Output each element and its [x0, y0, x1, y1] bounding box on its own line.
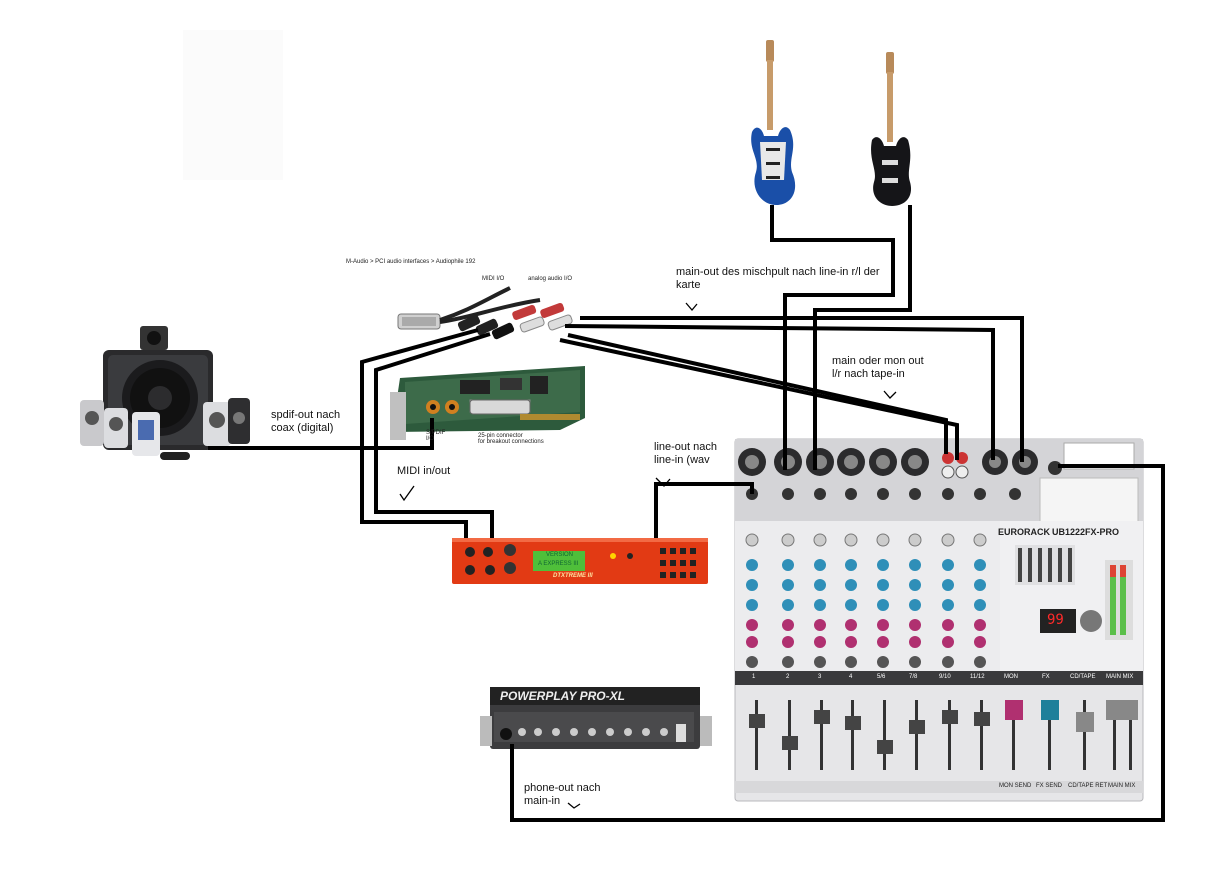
audiophile-pci-card: [390, 366, 585, 440]
cable-tape-in-b: [559, 338, 959, 460]
motif-logo: DTXTREME III: [553, 573, 593, 579]
mixer-model: UB1222FX-PRO: [1052, 527, 1120, 537]
cable-line-out: [654, 482, 754, 538]
motif-display-line1: VERSION: [546, 552, 574, 558]
mixer-ch-label: 11/12: [970, 674, 985, 680]
mixer-faders: [749, 700, 1138, 770]
cable-main-out-line-in-b: [564, 324, 995, 460]
mixer-section-label: MAIN MIX: [1106, 674, 1134, 680]
main-mon-note: main oder mon out l/r nach tape-in: [832, 355, 924, 380]
mixer-ch-label: 4: [849, 674, 853, 680]
headphone-amplifier: [480, 687, 712, 749]
mixer-display: 99: [1047, 612, 1064, 628]
spdif-io-label: S/PDIF I/O: [426, 430, 446, 442]
mixer-ch-label: 7/8: [909, 674, 918, 680]
mixer-section-label: FX: [1042, 674, 1050, 680]
spdif-note: spdif-out nach coax (digital): [271, 409, 341, 434]
cable-midi-out: [374, 332, 494, 538]
analog-audio-io-label: analog audio I/O: [528, 276, 573, 282]
cable-main-out-line-in-a: [580, 316, 1024, 462]
line-out-note: line-out nach line-in (wav: [654, 441, 717, 466]
cable-guitar-mixer: [770, 205, 895, 470]
mixer-knobs: [745, 533, 987, 668]
cable-tape-in-a: [567, 333, 948, 454]
mixer-ch-label: 3: [818, 674, 822, 680]
mixer-section-label: CD/TAPE: [1070, 674, 1096, 680]
mixer-bottom-label: CD/TAPE RET: [1068, 783, 1108, 789]
connector-25pin-label: 25-pin connector for breakout connection…: [478, 433, 544, 445]
midi-io-label: MIDI I/O: [482, 276, 505, 282]
mixer-section-label: MON: [1004, 674, 1018, 680]
mixer: [734, 438, 1144, 802]
drum-module: [452, 538, 708, 584]
speaker-system: [80, 326, 250, 460]
faint-background-patch: [183, 30, 283, 180]
cable-speakers-spdif: [208, 418, 434, 450]
cables: [208, 205, 1165, 822]
mixer-bottom-label: MAIN MIX: [1108, 783, 1136, 789]
motif-display-line2: A EXPRESS III: [538, 561, 579, 567]
cable-phone-out: [510, 464, 1165, 822]
audiophile-caption: M-Audio > PCI audio interfaces > Audioph…: [346, 259, 476, 265]
mixer-ch-label: 9/10: [939, 674, 951, 680]
phone-out-note: phone-out nach main-in: [524, 782, 601, 807]
mixer-brand: EURORACK: [998, 527, 1051, 537]
electric-guitar: [751, 40, 796, 205]
bass-guitar: [871, 52, 912, 206]
midi-note: MIDI in/out: [397, 465, 451, 477]
cable-midi-in: [360, 328, 479, 538]
main-out-note: main-out des mischpult nach line-in r/l …: [676, 266, 880, 291]
mixer-ch-label: 1: [752, 674, 756, 680]
powerplay-title: POWERPLAY PRO-XL: [500, 689, 625, 703]
check-marks: [399, 302, 897, 809]
audiophile-breakout-cable: [397, 286, 573, 340]
mixer-bottom-label: MON SEND: [999, 783, 1032, 789]
cable-bass-mixer: [813, 205, 912, 470]
mixer-ch-label: 5/6: [877, 674, 886, 680]
mixer-bottom-label: FX SEND: [1036, 783, 1063, 789]
mixer-ch-label: 2: [786, 674, 790, 680]
